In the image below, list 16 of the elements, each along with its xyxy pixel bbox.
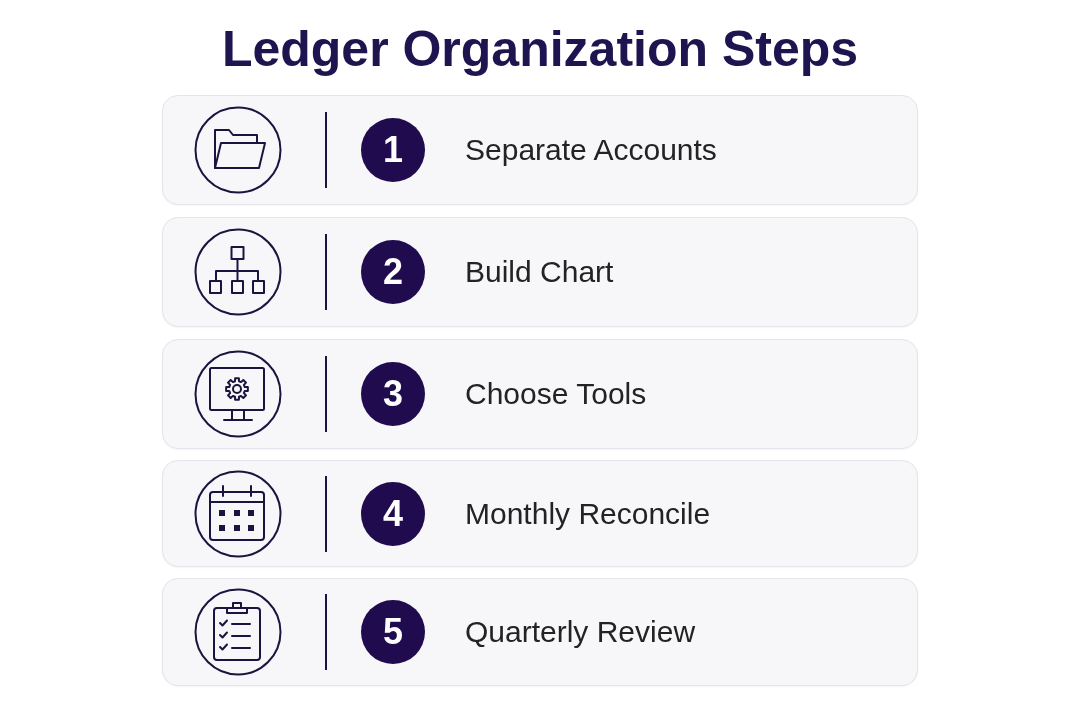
step-number-badge: 4: [361, 481, 425, 546]
step-number-badge: 3: [361, 362, 425, 426]
step-number-badge: 5: [361, 600, 425, 664]
step-label: Choose Tools: [465, 376, 647, 412]
step-card: [162, 95, 918, 205]
title: Ledger Organization Steps: [220, 20, 860, 79]
step-number-badge: 2: [361, 240, 425, 304]
step-label: Quarterly Review: [465, 614, 696, 650]
step-card: [162, 460, 918, 567]
step-number-badge: 1: [361, 118, 425, 182]
step-label: Build Chart: [465, 254, 614, 290]
step-card: [162, 578, 918, 686]
step-label: Monthly Reconcile: [465, 495, 711, 532]
step-label: Separate Accounts: [465, 132, 717, 168]
step-card: [162, 217, 918, 327]
step-card: [162, 339, 918, 449]
